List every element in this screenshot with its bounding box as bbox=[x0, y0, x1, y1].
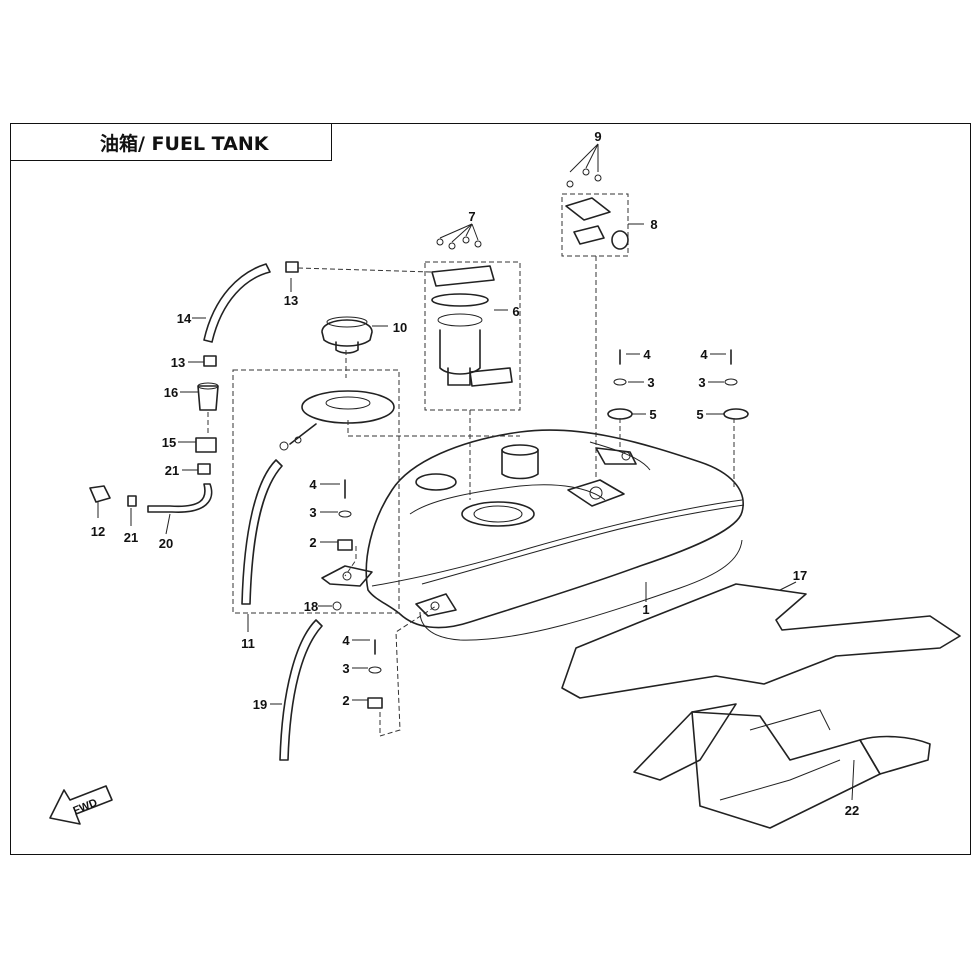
callout-19: 19 bbox=[253, 697, 267, 712]
callout-2-left: 2 bbox=[309, 535, 316, 550]
diagram-frame bbox=[10, 123, 971, 855]
callout-21-top: 21 bbox=[165, 463, 179, 478]
callout-17: 17 bbox=[793, 568, 807, 583]
callout-3-right: 3 bbox=[698, 375, 705, 390]
tank-bracket bbox=[633, 703, 931, 829]
callout-16: 16 bbox=[164, 385, 178, 400]
callout-15: 15 bbox=[162, 435, 176, 450]
fuel-tank bbox=[321, 429, 745, 641]
callout-6: 6 bbox=[512, 304, 519, 319]
callout-5-mid: 5 bbox=[649, 407, 656, 422]
callout-21: 21 bbox=[124, 530, 138, 545]
fwd-arrow-icon: FWD bbox=[49, 785, 113, 825]
callout-2-lower: 2 bbox=[342, 693, 349, 708]
callout-13-top: 13 bbox=[284, 293, 298, 308]
callout-13: 13 bbox=[171, 355, 185, 370]
callout-4-right: 4 bbox=[700, 347, 708, 362]
callout-14: 14 bbox=[177, 311, 192, 326]
callout-7: 7 bbox=[468, 209, 475, 224]
filler-ring-assembly bbox=[232, 369, 400, 614]
leader-lines bbox=[97, 143, 855, 801]
vent-hose-assembly bbox=[89, 261, 299, 513]
callout-18: 18 bbox=[304, 599, 318, 614]
callout-3-mid: 3 bbox=[647, 375, 654, 390]
callout-1: 1 bbox=[642, 602, 649, 617]
fwd-label: FWD bbox=[71, 797, 99, 818]
title-box bbox=[10, 123, 332, 161]
callout-5-right: 5 bbox=[696, 407, 703, 422]
heat-shield bbox=[561, 583, 961, 699]
callout-20: 20 bbox=[159, 536, 173, 551]
callout-labels: 9 8 7 6 10 13 14 13 16 15 21 12 21 20 4 … bbox=[91, 129, 859, 818]
callout-4-mid: 4 bbox=[643, 347, 651, 362]
fuel-pump bbox=[424, 236, 521, 411]
callout-11: 11 bbox=[241, 636, 255, 651]
diagram-title: 油箱/ FUEL TANK bbox=[100, 133, 269, 155]
callout-22: 22 bbox=[845, 803, 859, 818]
callout-8: 8 bbox=[650, 217, 657, 232]
callout-3-lower: 3 bbox=[342, 661, 349, 676]
fuel-level-sender bbox=[561, 168, 629, 257]
assembly-lines bbox=[297, 256, 735, 737]
callout-10: 10 bbox=[393, 320, 407, 335]
mount-hardware bbox=[279, 349, 749, 761]
callout-9: 9 bbox=[594, 129, 601, 144]
fuel-cap bbox=[321, 316, 373, 354]
callout-3-left: 3 bbox=[309, 505, 316, 520]
callout-12: 12 bbox=[91, 524, 105, 539]
callout-4-lower: 4 bbox=[342, 633, 350, 648]
callout-4-left: 4 bbox=[309, 477, 317, 492]
